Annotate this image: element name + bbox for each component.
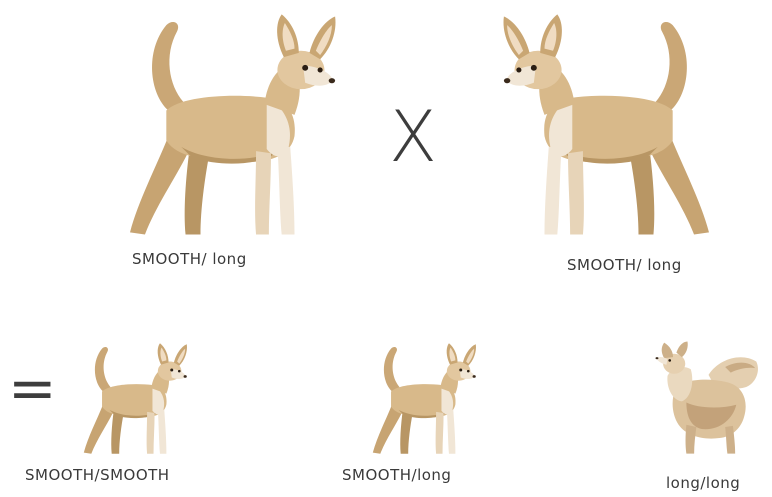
parent-dog-left xyxy=(95,8,353,243)
offspring-dog-3 xyxy=(642,335,764,459)
offspring-label-1: SMOOTH/SMOOTH xyxy=(25,466,170,484)
equals-operator: = xyxy=(8,354,57,422)
offspring-dog-1 xyxy=(66,340,196,458)
parent-label-left: SMOOTH/ long xyxy=(132,250,247,268)
offspring-dog-2 xyxy=(355,340,485,458)
offspring-label-3: long/long xyxy=(666,474,741,492)
parent-dog-right xyxy=(486,8,744,243)
offspring-label-2: SMOOTH/long xyxy=(342,466,452,484)
parent-label-right: SMOOTH/ long xyxy=(567,256,682,274)
cross-operator: X xyxy=(389,96,437,178)
